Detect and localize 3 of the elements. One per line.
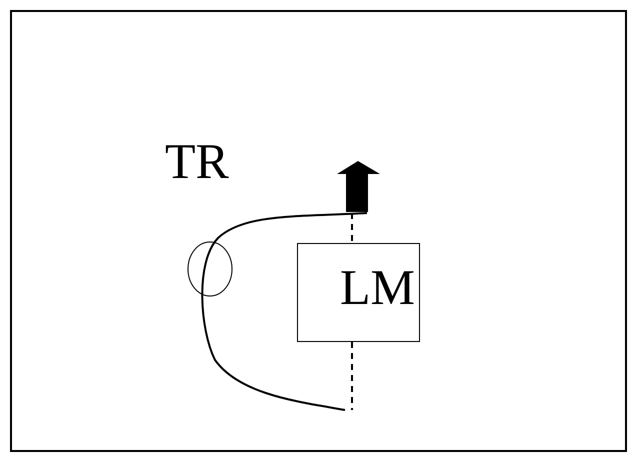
box-label: LM [340, 262, 415, 312]
part-label: TR [165, 136, 229, 186]
label-box [297, 243, 420, 342]
